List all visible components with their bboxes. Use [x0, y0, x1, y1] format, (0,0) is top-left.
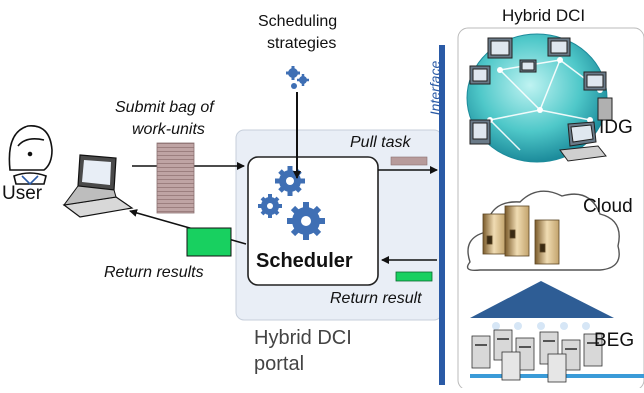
result-unit [395, 271, 433, 282]
beg-label: BEG [594, 330, 635, 351]
portal-label-line2: portal [254, 353, 305, 375]
cloud-servers [482, 205, 560, 265]
submit-label-line1: Submit bag of [115, 99, 214, 116]
pull-task-label: Pull task [350, 134, 411, 151]
beg-dots [492, 322, 590, 330]
user-icon [8, 125, 53, 186]
return-results-label: Return results [104, 264, 204, 281]
work-units-stack [156, 142, 195, 214]
scheduler-label: Scheduler [256, 250, 353, 272]
interface-bar [439, 45, 445, 385]
strategies-gear-icon [286, 66, 309, 89]
idg-computers [469, 37, 613, 162]
results-box [186, 227, 232, 257]
laptop-icon [62, 154, 134, 218]
submit-label-line2: work-units [132, 121, 205, 138]
interface-label: Interface [427, 60, 443, 116]
task-unit [390, 156, 428, 166]
gear-icon [258, 166, 325, 240]
return-result-label: Return result [330, 290, 422, 307]
strategies-label-line2: strategies [267, 35, 337, 52]
strategies-label-line1: Scheduling [258, 13, 338, 30]
portal-label-line1: Hybrid DCI [254, 327, 352, 349]
cloud-label: Cloud [583, 196, 633, 217]
idg-label: IDG [599, 117, 633, 138]
server-icon [470, 329, 644, 383]
dci-title: Hybrid DCI [502, 6, 586, 25]
beg-roof [470, 281, 614, 318]
user-label: User [2, 183, 43, 204]
